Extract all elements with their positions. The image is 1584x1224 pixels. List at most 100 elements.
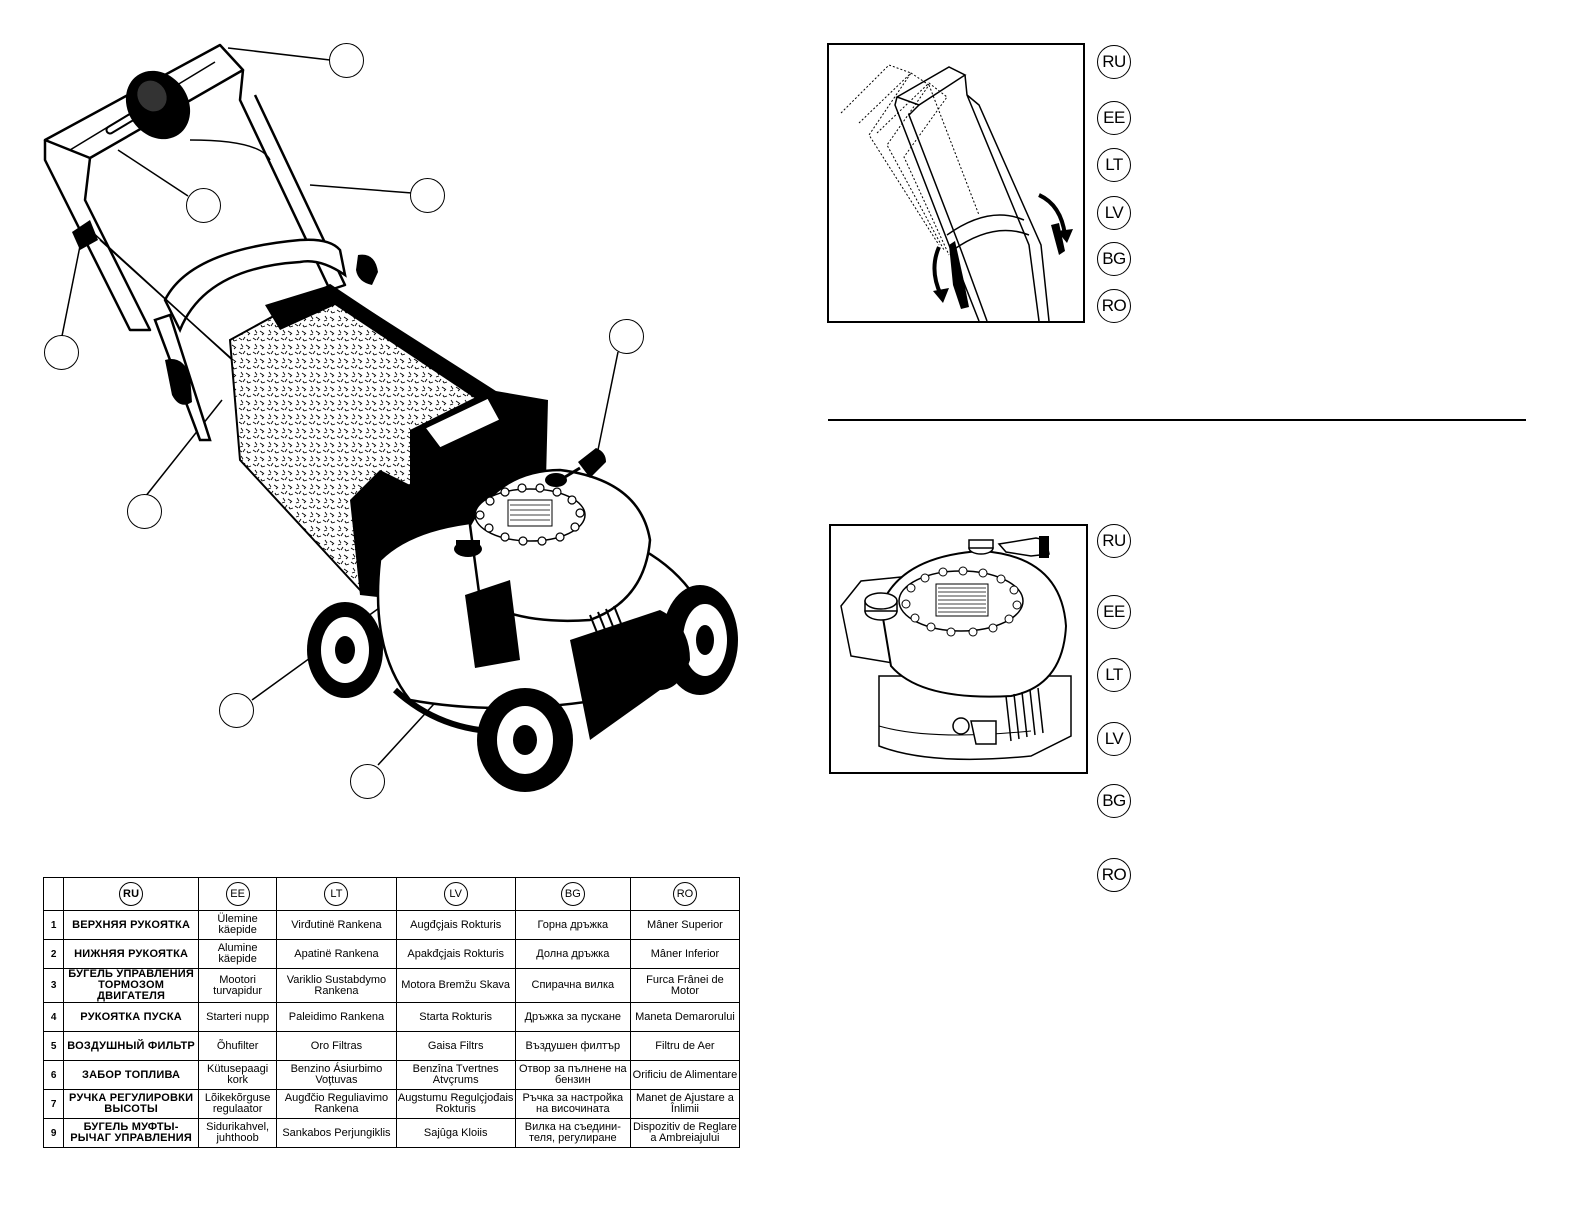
cell-ru: ЗАБОР ТОПЛИВА (63, 1060, 199, 1090)
cell-ru: ВЕРХНЯЯ РУКОЯТКА (63, 910, 199, 940)
row-number: 6 (42, 1060, 65, 1090)
lang-badge-ru: RU (1097, 524, 1131, 558)
callout-circle (329, 43, 364, 78)
cell-lv: Starta Rokturis (395, 1002, 516, 1032)
table-row: 6 ЗАБОР ТОПЛИВА Kütusepaagi kork Benzino… (42, 1060, 741, 1090)
callout-circle (350, 764, 385, 799)
table-row: 9 БУГЕЛЬ МУФТЫ- РЫЧАГ УПРАВЛЕНИЯ Sidurik… (42, 1118, 741, 1148)
lang-badge-ro: RO (1097, 858, 1131, 892)
cell-lt: Variklio Sustabdymo Rankena (276, 968, 397, 1003)
lang-badge-lv: LV (1097, 196, 1131, 230)
table-header-cell: LV (395, 877, 516, 911)
cell-ro: Mâner Superior (629, 910, 741, 940)
table-header-cell: RO (629, 877, 741, 911)
cell-lv: Augđçjais Rokturis (395, 910, 516, 940)
row-number: 3 (42, 968, 65, 1003)
lang-badge-bg: BG (1097, 242, 1131, 276)
cell-lv: Sajûga Kloiis (395, 1118, 516, 1148)
cell-lt: Paleidimo Rankena (276, 1002, 397, 1032)
table-header-cell: BG (514, 877, 631, 911)
callout-circle (127, 494, 162, 529)
row-number: 2 (42, 939, 65, 969)
cell-ee: Lõikekõrguse regulaator (197, 1089, 278, 1119)
cell-ee: Alumine käepide (197, 939, 278, 969)
table-header-row: RU EE LT LV BG RO (42, 877, 741, 911)
table-header-cell: LT (276, 877, 397, 911)
lang-badge: LT (324, 882, 349, 906)
section-divider (828, 419, 1526, 421)
lang-badge-ee: EE (1097, 101, 1131, 135)
table-header-cell (42, 877, 65, 911)
cell-lv: Gaisa Filtrs (395, 1031, 516, 1061)
callout-circle (219, 693, 254, 728)
cell-lt: Apatinë Rankena (276, 939, 397, 969)
cell-ro: Orificiu de Alimentare (629, 1060, 741, 1090)
cell-bg: Отвор за пълнене на бензин (514, 1060, 631, 1090)
callout-circle (44, 335, 79, 370)
cell-bg: Въздушен филтър (514, 1031, 631, 1061)
lang-badge-ru: RU (1097, 45, 1131, 79)
cell-ee: Mootori turvapidur (197, 968, 278, 1003)
lang-badge-lt: LT (1097, 148, 1131, 182)
cell-ro: Mâner Inferior (629, 939, 741, 969)
cell-ru: БУГЕЛЬ УПРАВЛЕНИЯ ТОРМОЗОМ ДВИГАТЕЛЯ (63, 968, 199, 1003)
row-number: 7 (42, 1089, 65, 1119)
lang-badge-lv: LV (1097, 722, 1131, 756)
cell-ro: Maneta Demarorului (629, 1002, 741, 1032)
cell-lt: Sankabos Perjungiklis (276, 1118, 397, 1148)
cell-lv: Augstumu Regulçjođais Rokturis (395, 1089, 516, 1119)
row-number: 4 (42, 1002, 65, 1032)
cell-lt: Oro Filtras (276, 1031, 397, 1061)
cell-ee: Sidurikahvel, juhthoob (197, 1118, 278, 1148)
lang-badge: RU (119, 882, 144, 906)
cell-ro: Dispozitiv de Reglare a Ambreiajului (629, 1118, 741, 1148)
row-number: 1 (42, 910, 65, 940)
table-row: 3 БУГЕЛЬ УПРАВЛЕНИЯ ТОРМОЗОМ ДВИГАТЕЛЯ M… (42, 968, 741, 1003)
table-header-cell: RU (63, 877, 199, 911)
cell-ru: ВОЗДУШНЫЙ ФИЛЬТР (63, 1031, 199, 1061)
cell-bg: Дръжка за пускане (514, 1002, 631, 1032)
table-row: 4 РУКОЯТКА ПУСКА Starteri nupp Paleidimo… (42, 1002, 741, 1032)
cell-bg: Долна дръжка (514, 939, 631, 969)
cell-bg: Ръчка за настройка на височината (514, 1089, 631, 1119)
table-row: 7 РУЧКА РЕГУЛИРОВКИ ВЫСОТЫ Lõikekõrguse … (42, 1089, 741, 1119)
cell-ru: НИЖНЯЯ РУКОЯТКА (63, 939, 199, 969)
row-number: 5 (42, 1031, 65, 1061)
lang-badge: EE (225, 882, 250, 906)
lang-badge-lt: LT (1097, 658, 1131, 692)
cell-ro: Furca Frânei de Motor (629, 968, 741, 1003)
table-row: 2 НИЖНЯЯ РУКОЯТКА Alumine käepide Apatin… (42, 939, 741, 969)
cell-ru: БУГЕЛЬ МУФТЫ- РЫЧАГ УПРАВЛЕНИЯ (63, 1118, 199, 1148)
parts-table: RU EE LT LV BG RO 1 ВЕРХНЯЯ РУКОЯТКА Üle… (42, 877, 741, 1148)
lang-badge-ee: EE (1097, 595, 1131, 629)
handle-fold-figure (827, 43, 1085, 323)
callout-circle (609, 319, 644, 354)
cell-lt: Augđčio Reguliavimo Rankena (276, 1089, 397, 1119)
cell-lv: Apakđçjais Rokturis (395, 939, 516, 969)
cell-ee: Starteri nupp (197, 1002, 278, 1032)
cell-bg: Вилка на съедини- теля, регулиране (514, 1118, 631, 1148)
cell-ro: Manet de Ajustare a Înlimii (629, 1089, 741, 1119)
callout-circle (186, 188, 221, 223)
cell-ee: Õhufilter (197, 1031, 278, 1061)
cell-lv: Motora Bremžu Skava (395, 968, 516, 1003)
cell-lt: Virđutinë Rankena (276, 910, 397, 940)
cell-lt: Benzino Ásiurbimo Voţtuvas (276, 1060, 397, 1090)
engine-illustration (840, 536, 1072, 761)
cell-bg: Горна дръжка (514, 910, 631, 940)
engine-figure (829, 524, 1088, 774)
table-row: 1 ВЕРХНЯЯ РУКОЯТКА Ülemine käepide Virđu… (42, 910, 741, 940)
table-header-cell: EE (197, 877, 278, 911)
lang-badge: LV (443, 882, 468, 906)
handle-fold-illustration (840, 64, 1073, 321)
cell-ru: РУКОЯТКА ПУСКА (63, 1002, 199, 1032)
mower-illustration (43, 43, 738, 792)
lang-badge-ro: RO (1097, 289, 1131, 323)
cell-ee: Ülemine käepide (197, 910, 278, 940)
lang-badge-bg: BG (1097, 784, 1131, 818)
cell-ro: Filtru de Aer (629, 1031, 741, 1061)
lang-badge: BG (560, 882, 585, 906)
cell-ru: РУЧКА РЕГУЛИРОВКИ ВЫСОТЫ (63, 1089, 199, 1119)
callout-circle (410, 178, 445, 213)
cell-ee: Kütusepaagi kork (197, 1060, 278, 1090)
